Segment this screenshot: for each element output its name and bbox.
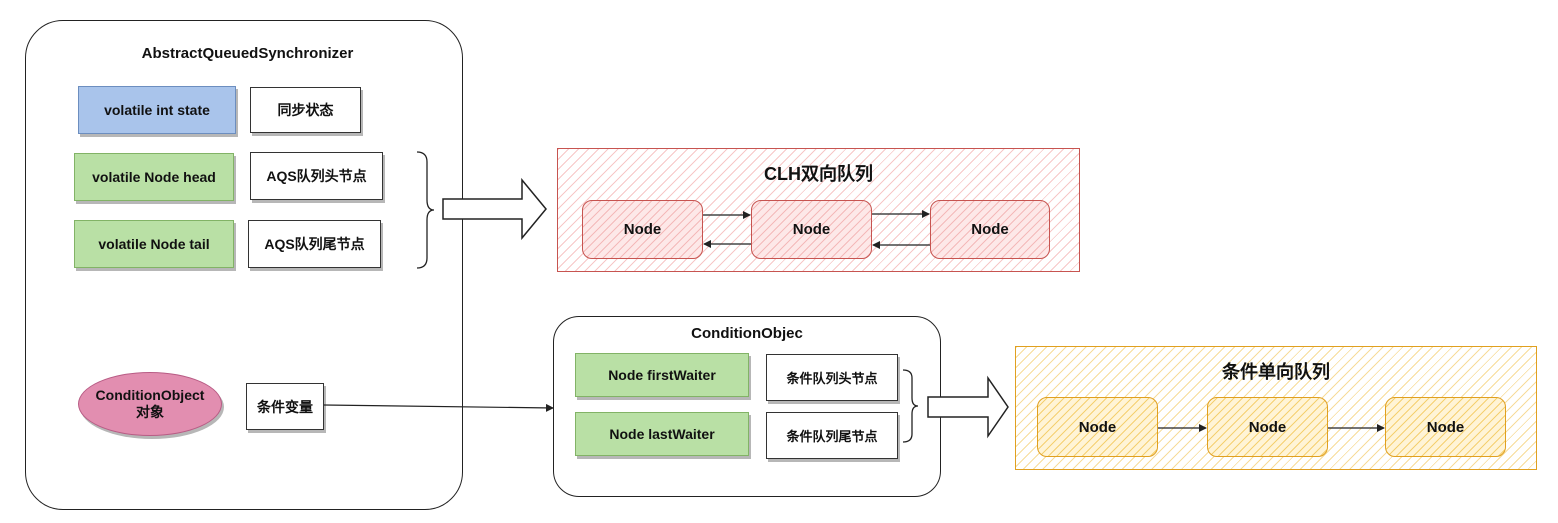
clh-node-3: Node <box>930 200 1050 259</box>
clh-node-2: Node <box>751 200 872 259</box>
tail-desc: AQS队列尾节点 <box>248 220 381 268</box>
waiter-brace <box>902 369 919 443</box>
clh-title: CLH双向队列 <box>764 164 873 184</box>
head-desc: AQS队列头节点 <box>250 152 383 200</box>
condition-queue-title: 条件单向队列 <box>1222 362 1330 382</box>
first-waiter-desc: 条件队列头节点 <box>766 354 898 401</box>
condition-desc: 条件变量 <box>246 383 324 430</box>
condition-node-2: Node <box>1207 397 1328 457</box>
condition-node-3: Node <box>1385 397 1506 457</box>
tail-field: volatile Node tail <box>74 220 234 268</box>
last-waiter-desc: 条件队列尾节点 <box>766 412 898 459</box>
state-desc: 同步状态 <box>250 87 361 133</box>
condition-object-panel <box>553 316 941 497</box>
condition-object-title: ConditionObjec <box>691 325 803 342</box>
head-tail-brace <box>416 151 435 269</box>
aqs-to-clh-arrow <box>442 177 547 241</box>
condition-object-ellipse: ConditionObject对象 <box>78 372 222 436</box>
condition-var-arrow <box>323 403 554 412</box>
head-field: volatile Node head <box>74 153 234 201</box>
clh-node-1: Node <box>582 200 703 259</box>
condition-to-queue-arrow <box>927 375 1009 439</box>
aqs-title: AbstractQueuedSynchronizer <box>141 45 354 62</box>
condition-node-1: Node <box>1037 397 1158 457</box>
state-field: volatile int state <box>78 86 236 134</box>
first-waiter-field: Node firstWaiter <box>575 353 749 397</box>
last-waiter-field: Node lastWaiter <box>575 412 749 456</box>
